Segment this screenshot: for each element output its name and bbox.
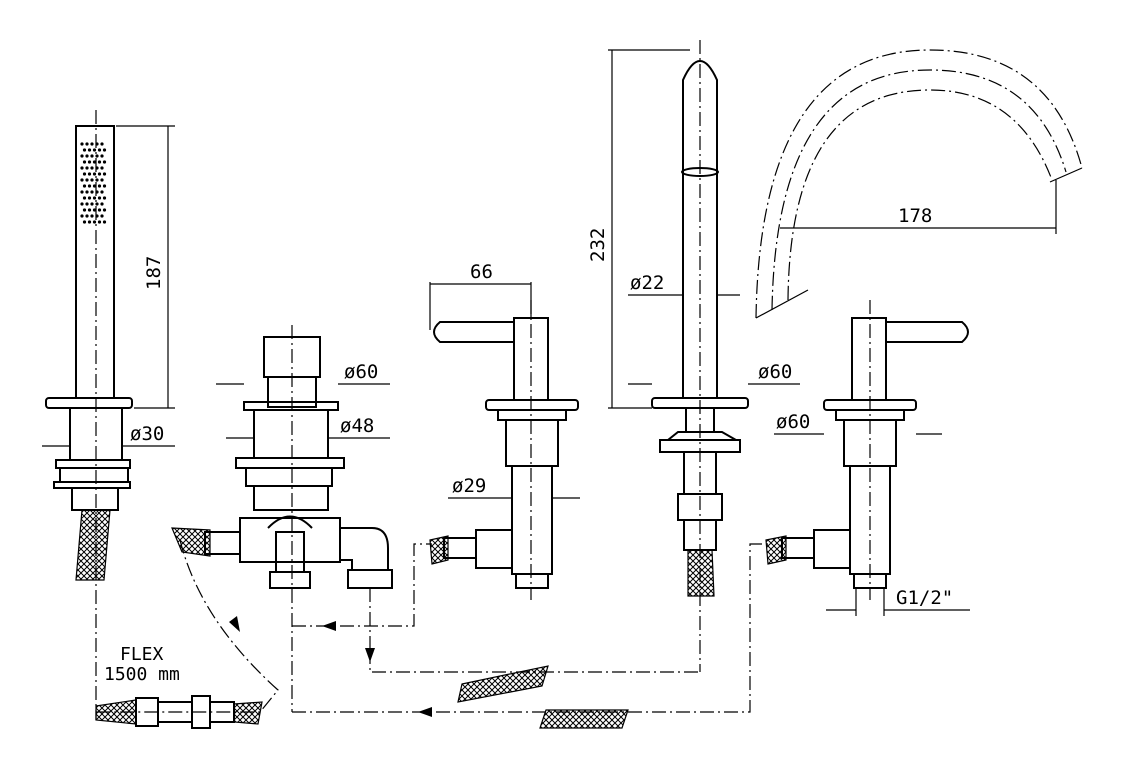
- spray-hole: [100, 214, 104, 218]
- spray-hole: [97, 160, 102, 164]
- hose-connections: [95, 539, 768, 729]
- spray-hole: [90, 190, 94, 194]
- diverter-body-dia-label: ø48: [340, 415, 374, 437]
- spray-hole: [92, 148, 97, 152]
- spray-hole: [102, 208, 107, 212]
- spray-hole: [80, 178, 84, 182]
- spray-hole: [92, 184, 97, 188]
- spray-hole: [100, 190, 104, 194]
- spray-hole: [80, 190, 84, 194]
- spout-base-dia-label: ø60: [758, 361, 792, 383]
- spray-hole: [102, 220, 107, 224]
- spray-hole: [102, 172, 107, 176]
- spray-hole: [85, 178, 89, 182]
- spray-hole: [90, 214, 94, 218]
- spout-height-label: 232: [587, 228, 609, 262]
- spray-hole: [92, 196, 97, 200]
- spray-hole: [97, 148, 102, 152]
- spray-hole: [90, 202, 94, 206]
- spray-hole: [92, 208, 97, 212]
- valve-body-dia-label: ø29: [452, 475, 486, 497]
- spray-hole: [102, 184, 107, 188]
- hand-shower-base-dia-label: ø30: [130, 423, 164, 445]
- spray-hole: [90, 142, 94, 146]
- spout-dia-label: ø22: [630, 272, 664, 294]
- spray-hole: [85, 142, 89, 146]
- left-lever-valve: 66 ø29: [429, 261, 580, 600]
- spray-hole: [85, 214, 89, 218]
- spout-reach-label: 178: [898, 205, 932, 227]
- spray-hole: [97, 208, 102, 212]
- spray-hole: [87, 148, 92, 152]
- spray-hole: [80, 214, 84, 218]
- spray-hole: [97, 220, 102, 224]
- spray-hole: [102, 148, 107, 152]
- spray-hole: [82, 160, 87, 164]
- spray-hole: [100, 142, 104, 146]
- spray-hole: [92, 160, 97, 164]
- spray-hole: [87, 160, 92, 164]
- spray-hole: [92, 220, 97, 224]
- flex-label-line2: 1500 mm: [104, 664, 180, 685]
- spray-hole: [80, 142, 84, 146]
- spout: 232 ø22 ø60 178: [587, 40, 1083, 672]
- spray-hole: [90, 178, 94, 182]
- spray-hole: [95, 202, 99, 206]
- spray-hole: [97, 172, 102, 176]
- diverter-top-dia-label: ø60: [344, 361, 378, 383]
- spray-hole: [102, 160, 107, 164]
- spray-hole: [90, 154, 94, 158]
- spray-hole: [100, 166, 104, 170]
- flex-hose-label: FLEX 1500 mm: [104, 644, 180, 685]
- spray-hole: [85, 190, 89, 194]
- spray-hole: [87, 172, 92, 176]
- spray-hole: [82, 196, 87, 200]
- spray-hole: [82, 172, 87, 176]
- spray-hole: [90, 166, 94, 170]
- spray-hole: [102, 196, 107, 200]
- shower-spray-holes: [80, 142, 107, 224]
- spray-hole: [87, 196, 92, 200]
- spray-hole: [100, 202, 104, 206]
- hand-shower: 187 ø30: [42, 110, 175, 720]
- flex-label-line1: FLEX: [120, 644, 164, 665]
- thread-size-label: G1/2": [896, 587, 953, 609]
- spray-hole: [87, 208, 92, 212]
- spray-hole: [82, 208, 87, 212]
- spray-hole: [87, 184, 92, 188]
- spray-hole: [85, 166, 89, 170]
- right-valve-dia-label: ø60: [776, 411, 810, 433]
- spray-hole: [85, 202, 89, 206]
- spray-hole: [92, 172, 97, 176]
- spray-hole: [87, 220, 92, 224]
- spray-hole: [100, 154, 104, 158]
- right-lever-valve: ø60 G1/2": [765, 300, 970, 616]
- spray-hole: [82, 148, 87, 152]
- spray-hole: [95, 154, 99, 158]
- hand-shower-height-label: 187: [143, 256, 165, 290]
- diverter-valve: ø60 ø48: [171, 325, 393, 712]
- spray-hole: [97, 196, 102, 200]
- spray-hole: [80, 202, 84, 206]
- spray-hole: [80, 166, 84, 170]
- spray-hole: [97, 184, 102, 188]
- spray-hole: [82, 184, 87, 188]
- spray-hole: [82, 220, 87, 224]
- spray-hole: [100, 178, 104, 182]
- spray-hole: [95, 178, 99, 182]
- spray-hole: [85, 154, 89, 158]
- spray-hole: [80, 154, 84, 158]
- lever-reach-label: 66: [470, 261, 493, 283]
